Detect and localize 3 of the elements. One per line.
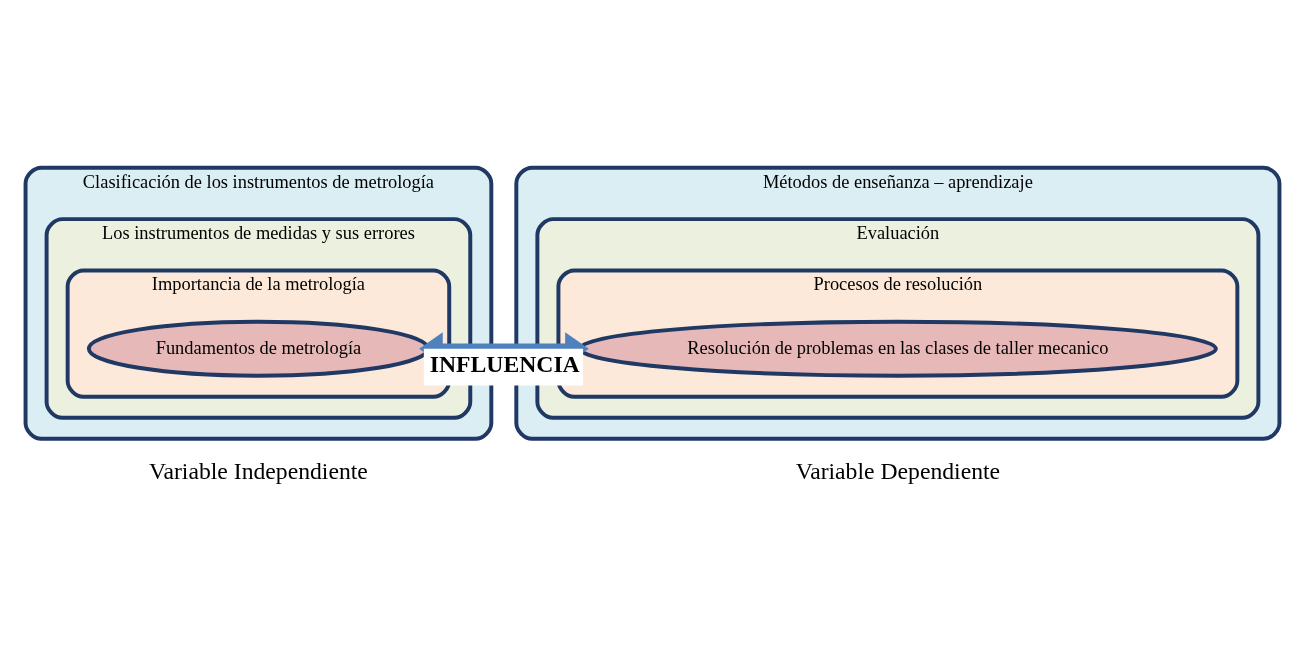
node-label: Variable Independiente: [149, 457, 368, 484]
node-label: Variable Dependiente: [795, 457, 1001, 484]
node-ellipse: Fundamentos de metrología: [86, 319, 430, 378]
